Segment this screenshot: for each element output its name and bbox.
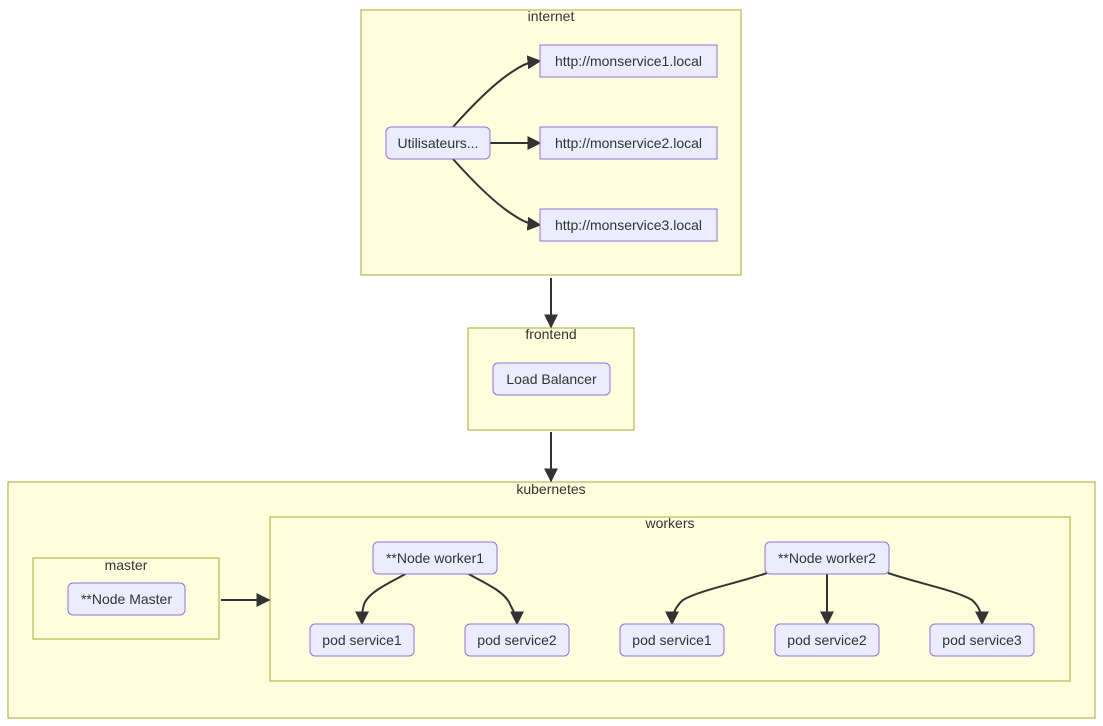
node-load-balancer-label: Load Balancer (506, 371, 597, 387)
node-master-label: **Node Master (81, 591, 172, 607)
node-w2-pod-service3-label: pod service3 (942, 632, 1022, 648)
node-service3-url[interactable]: http://monservice3.local (539, 208, 718, 242)
node-worker2-label: **Node worker2 (778, 550, 876, 566)
node-service3-url-label: http://monservice3.local (555, 217, 702, 233)
node-w1-pod-service2[interactable]: pod service2 (464, 623, 570, 657)
node-w2-pod-service2[interactable]: pod service2 (774, 623, 880, 657)
node-service1-url[interactable]: http://monservice1.local (539, 44, 718, 78)
cluster-master-label: master (105, 557, 148, 573)
edge-users-to-service1 (452, 55, 542, 128)
node-service2-url-label: http://monservice2.local (555, 135, 702, 151)
node-w1-pod-service1-label: pod service1 (322, 632, 402, 648)
node-worker1-label: **Node worker1 (386, 550, 484, 566)
cluster-workers-label: workers (644, 515, 694, 531)
edge-worker1-to-pod2 (466, 572, 524, 626)
cluster-kubernetes-label: kubernetes (516, 481, 585, 497)
node-w2-pod-service2-label: pod service2 (787, 632, 867, 648)
edge-worker1-to-pod1 (355, 572, 408, 626)
node-worker1[interactable]: **Node worker1 (372, 541, 498, 575)
cluster-frontend-label: frontend (525, 326, 576, 342)
node-users[interactable]: Utilisateurs... (385, 126, 491, 160)
node-load-balancer[interactable]: Load Balancer (492, 362, 611, 396)
node-w1-pod-service1[interactable]: pod service1 (309, 623, 415, 657)
edge-users-to-service3 (452, 158, 542, 231)
cluster-internet-label: internet (528, 8, 575, 24)
node-w1-pod-service2-label: pod service2 (477, 632, 557, 648)
node-w2-pod-service1-label: pod service1 (632, 632, 712, 648)
node-service1-url-label: http://monservice1.local (555, 53, 702, 69)
node-users-label: Utilisateurs... (398, 135, 479, 151)
edge-worker2-to-pod1 (665, 572, 768, 626)
edge-worker2-to-pod3 (887, 572, 989, 626)
node-master[interactable]: **Node Master (67, 582, 186, 616)
node-w2-pod-service3[interactable]: pod service3 (929, 623, 1035, 657)
node-worker2[interactable]: **Node worker2 (764, 541, 890, 575)
node-service2-url[interactable]: http://monservice2.local (539, 126, 718, 160)
node-w2-pod-service1[interactable]: pod service1 (619, 623, 725, 657)
